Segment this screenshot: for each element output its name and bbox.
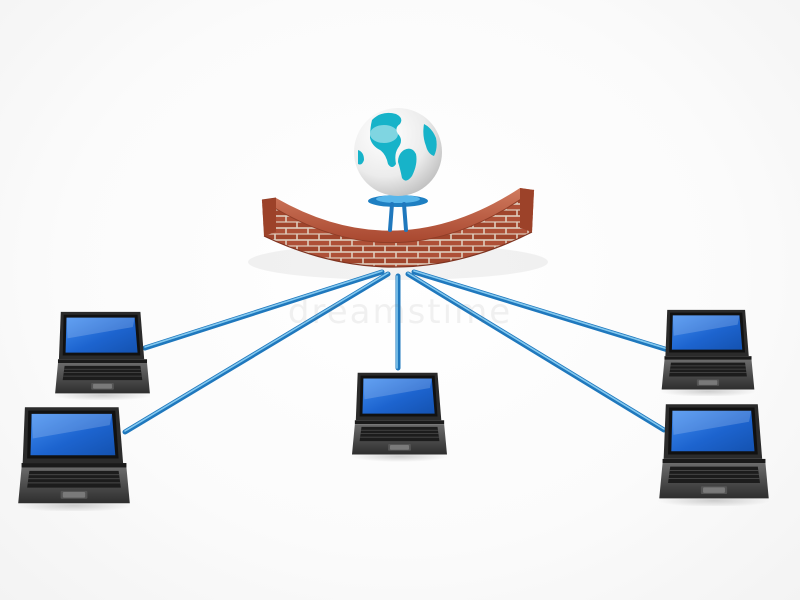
laptop-icon — [352, 372, 447, 463]
laptop-icon — [660, 309, 756, 396]
laptop-icon — [18, 406, 130, 511]
network-cables — [122, 202, 671, 435]
cable-bottom-right — [405, 271, 667, 433]
cable-bottom-left — [122, 271, 391, 435]
globe-icon — [354, 108, 442, 207]
laptop-icon — [55, 311, 150, 400]
cable-top-right — [411, 269, 671, 353]
cable-top-left — [142, 269, 385, 351]
laptop-icon — [658, 403, 770, 506]
firewall-icon — [261, 188, 535, 268]
